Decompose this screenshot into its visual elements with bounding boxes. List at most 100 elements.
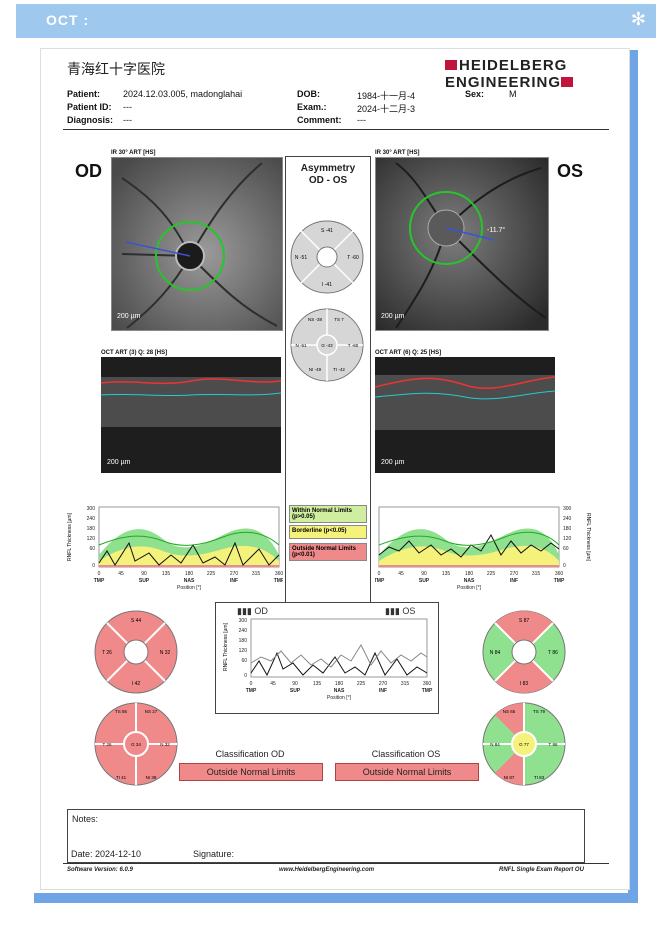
- svg-text:TS 86: TS 86: [115, 709, 128, 714]
- svg-text:T 86: T 86: [549, 742, 558, 747]
- fundus-image-os: [375, 157, 549, 331]
- classification-od-label: Classification OD: [215, 749, 285, 759]
- svg-text:T 86: T 86: [548, 650, 558, 656]
- notes-label: Notes:: [72, 814, 99, 824]
- svg-text:45: 45: [398, 571, 404, 577]
- svg-text:N 32: N 32: [160, 650, 171, 656]
- website-link[interactable]: www.HeidelbergEngineering.com: [279, 867, 375, 873]
- gear-icon[interactable]: ✻: [630, 9, 646, 29]
- svg-text:N 84: N 84: [490, 650, 501, 656]
- svg-text:INF: INF: [379, 688, 387, 694]
- svg-text:TS 7: TS 7: [334, 317, 344, 322]
- svg-text:TMP: TMP: [274, 578, 283, 584]
- svg-text:360: 360: [275, 571, 283, 577]
- hospital-name: 青海红十字医院: [67, 63, 165, 78]
- logo-line1: HEIDELBERG: [459, 57, 568, 74]
- svg-text:45: 45: [270, 681, 276, 687]
- legend-borderline: Borderline (p<0.05): [289, 525, 367, 539]
- header-divider: [63, 129, 609, 130]
- svg-text:T 26: T 26: [102, 650, 112, 656]
- svg-text:120: 120: [239, 648, 248, 654]
- comment-label: Comment:: [297, 115, 342, 125]
- svg-text:TI -42: TI -42: [333, 367, 345, 372]
- svg-text:S 44: S 44: [131, 618, 142, 624]
- svg-text:NS 27: NS 27: [145, 709, 158, 714]
- svg-text:SUP: SUP: [139, 578, 150, 584]
- dob-label: DOB:: [297, 89, 320, 99]
- svg-text:60: 60: [241, 658, 247, 664]
- svg-text:180: 180: [87, 526, 96, 532]
- svg-text:135: 135: [162, 571, 171, 577]
- od-label: OD: [75, 161, 102, 181]
- svg-text:300: 300: [87, 506, 96, 512]
- report-page: 青海红十字医院 HEIDELBERG ENGINEERING Patient: …: [40, 48, 630, 890]
- oct-od-label: OCT ART (3) Q: 28 [HS]: [101, 350, 168, 356]
- svg-text:I 83: I 83: [520, 681, 529, 687]
- svg-text:180: 180: [335, 681, 344, 687]
- svg-text:S 87: S 87: [519, 618, 530, 624]
- os-quadrant-chart: S 87 N 84 T 86 I 83: [482, 610, 566, 694]
- od-quadrant-chart: S 44 T 26 N 32 I 42: [94, 610, 178, 694]
- oct-od-graphic: [101, 357, 281, 473]
- svg-text:RNFL Thickness [µm]: RNFL Thickness [µm]: [223, 622, 229, 671]
- svg-text:60: 60: [89, 546, 95, 552]
- svg-text:NAS: NAS: [464, 578, 475, 584]
- svg-text:0: 0: [244, 673, 247, 679]
- svg-text:TMP: TMP: [375, 578, 385, 584]
- footer-divider: [63, 863, 609, 864]
- diagnosis-value: ---: [123, 115, 132, 125]
- svg-text:RNFL Thickness [µm]: RNFL Thickness [µm]: [585, 513, 591, 562]
- svg-text:60: 60: [563, 546, 569, 552]
- svg-text:N 84: N 84: [490, 742, 500, 747]
- svg-text:120: 120: [563, 536, 572, 542]
- svg-text:N 32: N 32: [160, 742, 170, 747]
- page-side-border: [628, 50, 638, 895]
- comment-value: ---: [357, 115, 366, 125]
- asym-s: S -41: [321, 228, 333, 234]
- scale-od: 200 µm: [117, 313, 141, 320]
- notes-box: Notes:: [67, 809, 585, 863]
- asym-i: I -41: [322, 282, 332, 288]
- svg-text:NI 87: NI 87: [504, 775, 515, 780]
- svg-text:315: 315: [532, 571, 541, 577]
- asym-t: T -60: [347, 255, 359, 261]
- date-label: Date: 2024-12-10: [71, 849, 142, 859]
- svg-text:360: 360: [555, 571, 564, 577]
- svg-text:240: 240: [563, 516, 572, 522]
- diagnosis-label: Diagnosis:: [67, 115, 114, 125]
- svg-text:TI 83: TI 83: [534, 775, 545, 780]
- svg-text:315: 315: [252, 571, 261, 577]
- patient-id-label: Patient ID:: [67, 102, 112, 112]
- ir-os-label: IR 30° ART [HS]: [375, 150, 420, 156]
- asym-title-2: OD - OS: [308, 175, 348, 186]
- svg-text:NAS: NAS: [184, 578, 195, 584]
- svg-text:T 26: T 26: [103, 742, 112, 747]
- svg-text:270: 270: [510, 571, 519, 577]
- svg-text:TMP: TMP: [422, 688, 433, 694]
- app-titlebar: OCT : ✻: [16, 4, 656, 38]
- svg-text:180: 180: [465, 571, 474, 577]
- exam-value: 2024-十二月-3: [357, 104, 416, 114]
- classification-od-value: Outside Normal Limits: [179, 763, 323, 781]
- svg-text:NI -49: NI -49: [309, 367, 322, 372]
- page-bottom-border: [34, 893, 638, 903]
- svg-text:INF: INF: [230, 578, 238, 584]
- svg-text:225: 225: [487, 571, 496, 577]
- logo-line2: ENGINEERING: [445, 74, 562, 91]
- asym-quadrant-chart: S -41 N -51 T -60 I -41: [290, 220, 364, 294]
- svg-text:RNFL Thickness [µm]: RNFL Thickness [µm]: [67, 512, 73, 561]
- patient-label: Patient:: [67, 89, 101, 99]
- overlay-od-text: OD: [254, 606, 268, 616]
- fundus-image-od: [111, 157, 283, 331]
- overlay-os-label: ▮▮▮ OS: [385, 606, 416, 616]
- svg-text:90: 90: [421, 571, 427, 577]
- svg-text:180: 180: [563, 526, 572, 532]
- svg-text:45: 45: [118, 571, 124, 577]
- exam-label: Exam.:: [297, 102, 327, 112]
- svg-text:TMP: TMP: [94, 578, 105, 584]
- svg-text:SUP: SUP: [419, 578, 430, 584]
- svg-text:300: 300: [239, 618, 248, 624]
